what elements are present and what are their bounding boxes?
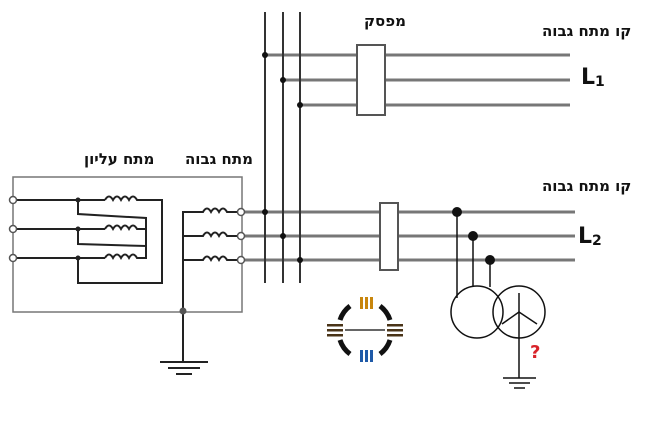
primary-windings xyxy=(13,195,163,284)
primary-terminals xyxy=(8,195,18,263)
secondary-terminals xyxy=(236,207,246,265)
label-high-voltage: מתח גבוה xyxy=(185,150,253,168)
ground-junction xyxy=(179,307,187,315)
label-breaker: מפסק xyxy=(364,12,406,30)
upper-bus-lines xyxy=(265,53,570,107)
l1-index: 1 xyxy=(595,74,605,90)
transformer-enclosure xyxy=(12,176,243,313)
logo xyxy=(327,297,403,362)
tap-dots xyxy=(452,207,495,265)
primary-dots xyxy=(75,197,81,261)
vertical-bus xyxy=(264,12,301,283)
label-high-voltage-line-top: קו מתח גבוה xyxy=(542,22,632,40)
label-l2: L2 xyxy=(578,224,602,249)
breaker-bottom xyxy=(379,202,399,271)
secondary-windings xyxy=(160,207,240,375)
label-extra-high-voltage: מתח עליון xyxy=(84,150,155,168)
l2-index: 2 xyxy=(592,233,602,249)
l2-letter: L xyxy=(578,224,593,249)
label-high-voltage-line-bottom: קו מתח גבוה xyxy=(542,177,632,195)
lower-bus-lines xyxy=(245,210,575,262)
junction-dots xyxy=(262,52,303,263)
distribution-transformer xyxy=(450,212,546,389)
breaker-top xyxy=(356,44,386,116)
question-mark: ? xyxy=(530,342,541,363)
label-l1: L1 xyxy=(581,65,605,90)
l1-letter: L xyxy=(581,65,596,90)
